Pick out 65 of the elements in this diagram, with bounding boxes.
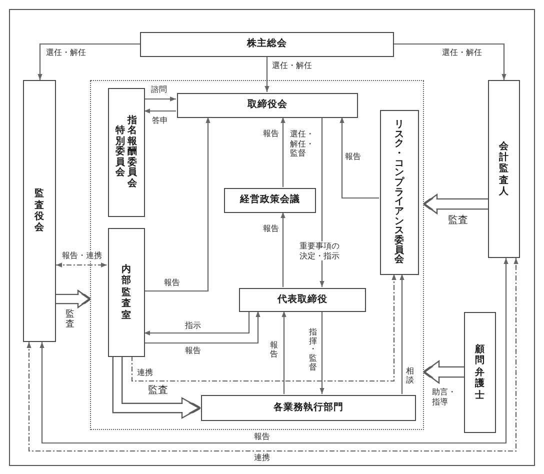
edge-label: 諮問 [150, 85, 168, 95]
unit-name: 監査役会 [33, 188, 46, 234]
edge-label: 相談 [404, 367, 416, 385]
unit-name: 取締役会 [248, 100, 288, 111]
org-box [224, 188, 316, 213]
edge-label: 報告 [268, 341, 280, 359]
arrow [400, 274, 404, 394]
edge-label: 監査 [447, 215, 469, 227]
edge-label: 報告 [163, 278, 181, 288]
org-box [108, 228, 145, 357]
arrow [144, 117, 210, 292]
edge-label: 監査 [63, 310, 77, 330]
double-arrow [56, 262, 107, 268]
unit-name: 会計監査人 [498, 140, 510, 198]
edge-label: 監査 [147, 385, 169, 397]
block-arrow [423, 194, 488, 214]
arrow [394, 43, 506, 80]
arrow [144, 311, 260, 344]
unit-name: 経営政策会議 [240, 195, 300, 206]
org-box [140, 32, 394, 57]
edge-label: 報告 [344, 152, 362, 162]
edge-label: 報告・連携 [61, 251, 103, 261]
org-box [23, 80, 56, 342]
edge-label: 連携 [253, 452, 272, 462]
arrow [38, 43, 140, 80]
unit-name: 株主総会 [247, 39, 287, 50]
unit-name: 特別委員会 [114, 126, 126, 179]
edge-label: 答申 [151, 116, 169, 126]
unit-name: 内部監査室 [120, 264, 132, 321]
arrow [340, 117, 379, 199]
edge-label: 指示 [184, 321, 202, 331]
arrow [131, 274, 396, 382]
arrow [320, 117, 324, 287]
edge-label: 選任・解任 [441, 48, 483, 58]
org-box [464, 312, 496, 433]
edge-label: 報告 [253, 432, 271, 442]
unit-name: 指名報酬委員会 [126, 116, 139, 190]
org-box [201, 395, 416, 421]
arrow [280, 212, 286, 287]
arrow [320, 311, 324, 394]
edge-label: 報告 [262, 224, 280, 234]
arrow [144, 96, 176, 102]
arrow [282, 311, 286, 394]
unit-name: リスク・コンプライアンス委員会 [394, 120, 406, 266]
org-box [177, 93, 358, 118]
arrow [264, 57, 270, 92]
unit-name: 各業務執行部門 [274, 402, 344, 414]
block-arrow [423, 360, 464, 384]
block-arrow [56, 290, 91, 308]
org-box [108, 88, 145, 217]
org-box [488, 80, 520, 258]
edge-label: 選任・解任 [45, 48, 87, 58]
unit-name: 代表取締役 [278, 294, 328, 306]
arrow [144, 311, 250, 336]
org-box [239, 288, 366, 312]
edge-label: 報告 [262, 129, 280, 139]
org-box [380, 110, 419, 275]
block-arrow [112, 356, 201, 419]
edge-label: 連携 [136, 368, 154, 378]
arrow [144, 108, 176, 114]
unit-name: 顧問弁護士 [474, 344, 486, 401]
edge-label: 選任・解任 [271, 61, 313, 71]
arrow [280, 117, 286, 187]
edge-label: 報告 [184, 346, 202, 356]
edge-label: 指揮・監督 [306, 328, 320, 372]
